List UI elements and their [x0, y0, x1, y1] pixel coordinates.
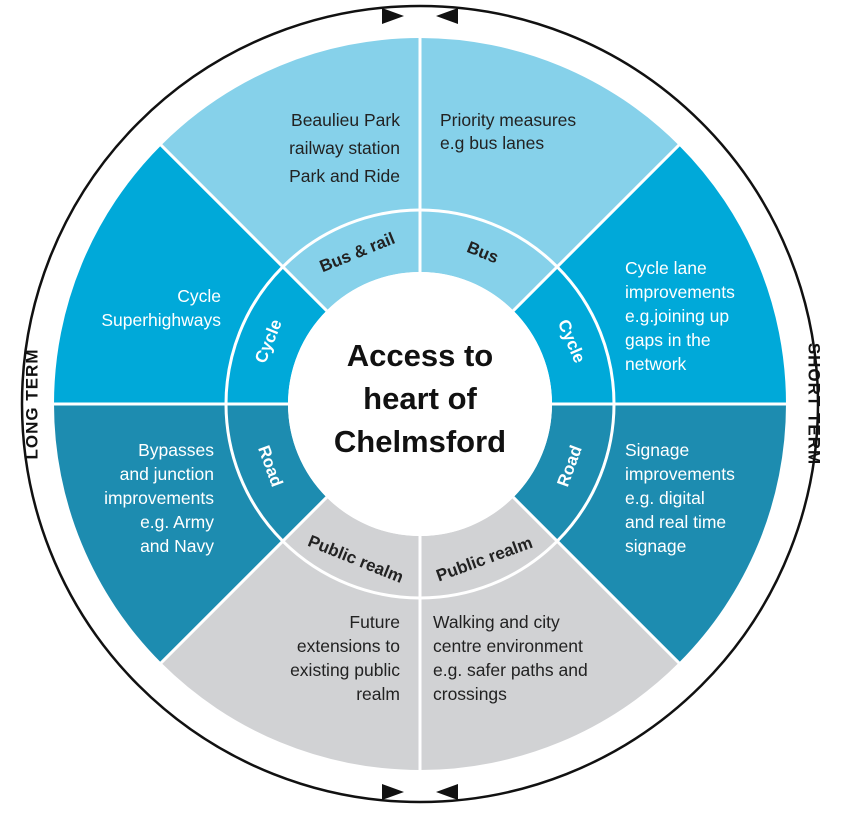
- category-ring: [226, 210, 614, 598]
- bottom-arrow-right-icon: [382, 784, 404, 800]
- bus-category-band: [420, 210, 558, 311]
- road-long-line: e.g. Army: [140, 512, 214, 532]
- road-short-line: and real time: [625, 512, 726, 532]
- segment-divider: [512, 496, 682, 666]
- public-realm-short-line: e.g. safer paths and: [433, 660, 588, 680]
- bus-rail-line: Beaulieu Park: [291, 110, 400, 130]
- segment-divider: [158, 142, 328, 312]
- public-realm-long-description: Future extensions to existing public realm: [290, 612, 400, 704]
- center-title-line-1: Access to: [347, 338, 493, 373]
- public-realm-long-line: extensions to: [297, 636, 400, 656]
- bottom-arrow-left-icon: [436, 784, 458, 800]
- center-circle: [288, 272, 552, 536]
- cycle-short-line: e.g.joining up: [625, 306, 729, 326]
- public-realm-short-category-band: [420, 497, 558, 598]
- ring-border: [224, 208, 616, 600]
- cycle-short-line: gaps in the: [625, 330, 711, 350]
- top-arrow-left-icon: [436, 8, 458, 24]
- public-realm-long-line: realm: [356, 684, 400, 704]
- road-short-category-band: [513, 404, 614, 542]
- public-realm-short-line: Walking and city: [433, 612, 560, 632]
- bus-rail-line: Park and Ride: [289, 166, 400, 186]
- road-long-line: and junction: [120, 464, 214, 484]
- center-title-line-3: Chelmsford: [334, 424, 506, 459]
- cycle-short-category-band: [513, 266, 614, 404]
- road-short-description: Signage improvements e.g. digital and real …: [625, 440, 735, 556]
- bus-line: e.g bus lanes: [440, 133, 544, 153]
- cycle-short-line: Cycle lane: [625, 258, 707, 278]
- bus-line: Priority measures: [440, 110, 576, 130]
- road-long-category-band: [226, 404, 327, 542]
- cycle-long-line: Cycle: [177, 286, 221, 306]
- segment-divider: [512, 142, 682, 312]
- road-long-line: improvements: [104, 488, 214, 508]
- cycle-long-line: Superhighways: [101, 310, 221, 330]
- road-long-line: and Navy: [140, 536, 214, 556]
- long-term-arc: [20, 4, 420, 804]
- bus-rail-category-band: [282, 210, 420, 311]
- cycle-short-line: improvements: [625, 282, 735, 302]
- public-realm-short-line: crossings: [433, 684, 507, 704]
- bus-rail-line: railway station: [289, 138, 400, 158]
- public-realm-long-line: Future: [349, 612, 400, 632]
- road-short-line: signage: [625, 536, 686, 556]
- timeline-arcs: [20, 4, 820, 804]
- long-term-label: LONG TERM: [22, 349, 41, 460]
- public-realm-long-line: existing public: [290, 660, 400, 680]
- road-short-line: Signage: [625, 440, 689, 460]
- road-short-line: improvements: [625, 464, 735, 484]
- segment-divider: [158, 496, 328, 666]
- cycle-short-description: Cycle lane improvements e.g.joining up gaps…: [625, 258, 735, 374]
- segment-dividers: [52, 36, 788, 772]
- cycle-long-category-band: [226, 266, 327, 404]
- short-term-label: SHORT TERM: [805, 343, 824, 465]
- public-realm-short-line: centre environment: [433, 636, 583, 656]
- bus-description: Priority measures e.g bus lanes: [440, 110, 576, 153]
- center-title-line-2: heart of: [363, 381, 477, 416]
- top-arrow-right-icon: [382, 8, 404, 24]
- road-short-line: e.g. digital: [625, 488, 705, 508]
- road-long-description: Bypasses and junction improvements e.g. Arm…: [104, 440, 214, 556]
- public-realm-long-category-band: [282, 497, 420, 598]
- short-term-arc: [420, 4, 820, 804]
- road-long-line: Bypasses: [138, 440, 214, 460]
- cycle-short-line: network: [625, 354, 687, 374]
- public-realm-short-description: Walking and city centre environment e.g. s…: [433, 612, 588, 704]
